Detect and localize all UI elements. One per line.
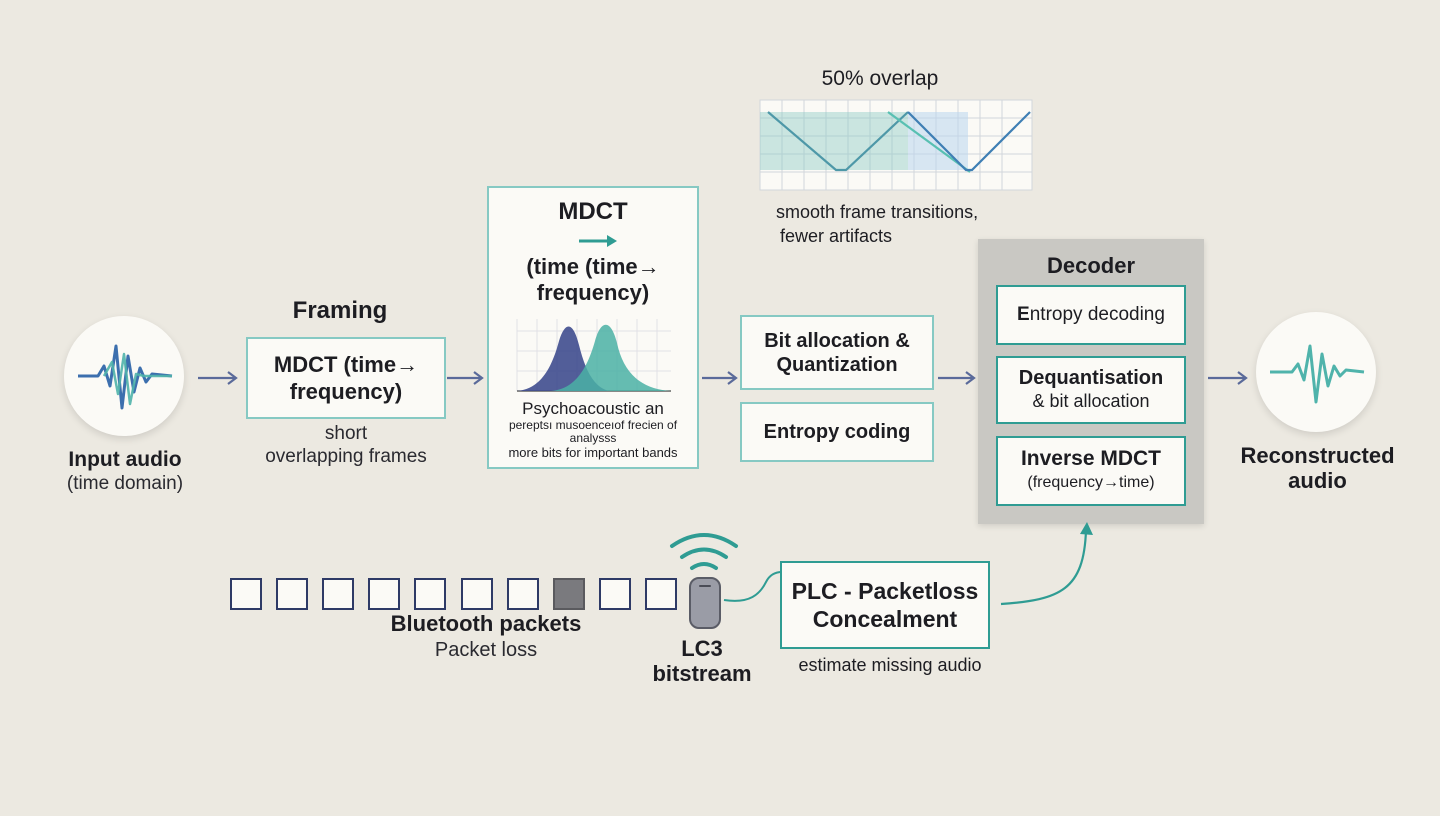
dequantisation-line2: & bit allocation [1032,391,1150,411]
input-waveform-icon [78,344,173,410]
output-line2: audio [1288,468,1347,493]
framing-box-line2: frequency) [289,379,403,404]
bit-allocation-box: Bit allocation & Quantization [740,315,934,390]
plc-caption: estimate missing audio [798,655,982,675]
mdct-arrow-icon [579,235,617,247]
entropy-decoding-label: ntropy decoding [1029,304,1165,325]
entropy-coding-label: Entropy coding [763,420,911,443]
psychoacoustic-spectrum-graphic [516,319,671,392]
dequantisation-line1: Dequantisation [1018,367,1164,389]
dequantisation-box: Dequantisation & bit allocation [996,356,1186,424]
mdct-line3: frequency) [536,280,650,305]
bluetooth-packet [368,578,400,610]
lc3-line1: LC3 [681,636,723,661]
psycho-line1: Psychoacoustic an [522,399,664,418]
mdct-title: MDCT [558,198,628,225]
plc-line1: PLC - Packetloss [791,578,979,604]
overlap-title: 50% overlap [821,67,939,90]
entropy-decoding-box: Entropy decoding [996,285,1186,345]
plc-box: PLC - Packetloss Concealment [780,561,990,649]
psycho-line2: pereptsı musoenceıof frecien of [508,418,678,432]
framing-caption-line2: overlapping frames [265,446,427,467]
inverse-mdct-line2: (frequency→time) [1027,474,1155,491]
framing-caption-line1: short [324,423,368,444]
lc3-line2: bitstream [652,661,752,686]
packets-subtitle: Packet loss [434,639,538,661]
overlap-caption-line1: smooth frame transitions, [776,202,979,222]
framing-box-line1: MDCT (time→ [273,352,419,377]
mdct-line2: (time (time→ [526,254,660,279]
bluetooth-packet [645,578,677,610]
psycho-line4: more bits for important bands [508,445,678,460]
packets-title: Bluetooth packets [390,611,582,636]
bluetooth-packet [230,578,262,610]
bluetooth-packet [461,578,493,610]
entropy-coding-box: Entropy coding [740,402,934,462]
framing-heading: Framing [292,297,388,324]
bluetooth-packet [599,578,631,610]
output-waveform-icon [1270,344,1365,404]
inverse-mdct-line1: Inverse MDCT [1020,447,1162,470]
bit-allocation-line1: Bit allocation & [764,329,910,352]
lost-packet [553,578,585,610]
input-audio-title: Input audio [68,448,182,471]
entropy-decoding-initial: E [1017,304,1030,325]
inverse-mdct-box: Inverse MDCT (frequency→time) [996,436,1186,506]
decoder-title: Decoder [1046,253,1136,278]
bluetooth-packet [276,578,308,610]
output-line1: Reconstructed [1240,443,1395,468]
input-audio-circle [64,316,184,436]
output-audio-circle [1256,312,1376,432]
bluetooth-packet [414,578,446,610]
bit-allocation-line2: Quantization [776,353,898,376]
plc-line2: Concealment [812,606,958,632]
bluetooth-packet [507,578,539,610]
bluetooth-packet [322,578,354,610]
psychoacoustic-box: Psychoacoustic an pereptsı musoenceıof f… [487,311,699,469]
psycho-line3: analysss [569,431,617,445]
framing-mdct-box: MDCT (time→ frequency) [246,337,446,419]
overlap-caption-line2: fewer artifacts [780,226,893,246]
input-audio-subtitle: (time domain) [66,473,184,494]
